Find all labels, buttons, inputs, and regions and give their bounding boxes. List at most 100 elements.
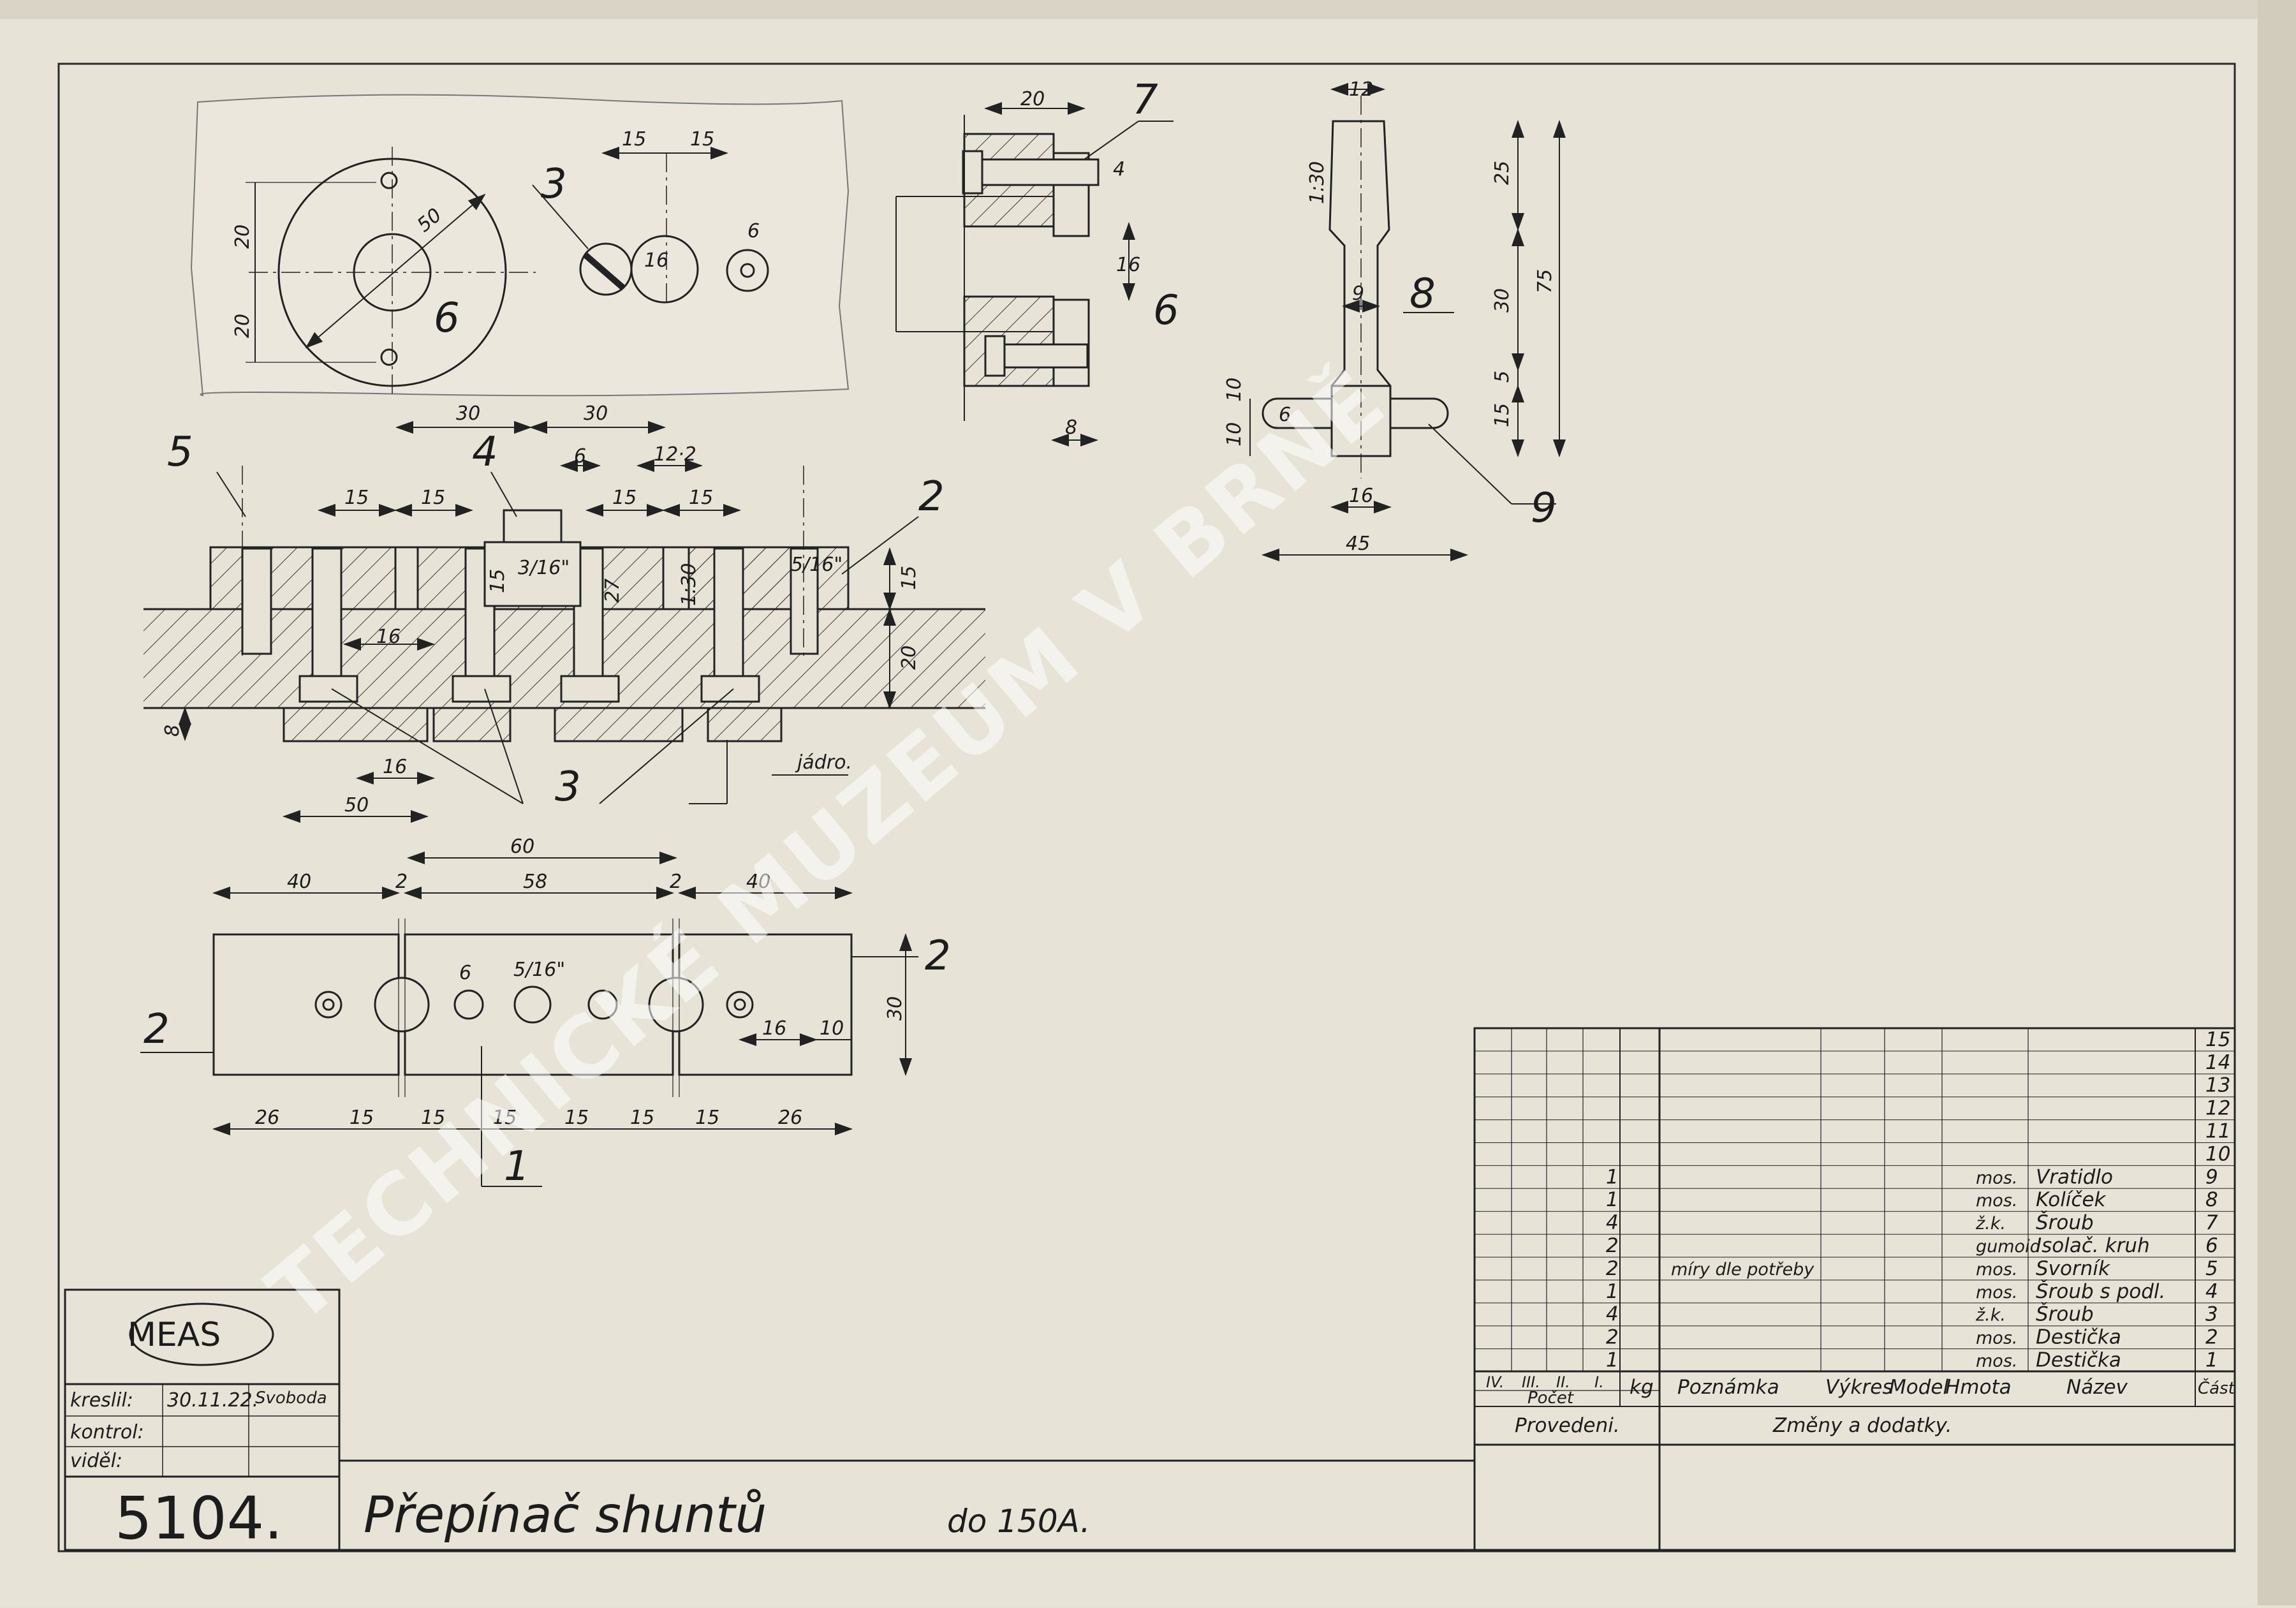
hdr-kg: kg (1630, 1376, 1654, 1399)
assembly-dim-15v: 15 (487, 569, 509, 593)
footer-made: Provedeni. (1515, 1414, 1620, 1437)
part-qty: 1 (1606, 1188, 1619, 1211)
assembly-dim-16b: 16 (383, 756, 407, 778)
handle-dim-10a: 10 (1223, 378, 1246, 402)
part-number: 4 (2205, 1280, 2218, 1303)
hdr-v3: III. (1522, 1373, 1540, 1391)
assembly-dim-30b: 30 (584, 402, 608, 425)
meas-logo (129, 1302, 274, 1366)
part-number: 2 (2205, 1326, 2218, 1349)
assembly-thread2: 5/16" (791, 554, 843, 576)
part-material: mos. (1976, 1191, 2017, 1211)
part-material: ž.k. (1975, 1306, 2006, 1325)
part-number: 7 (2205, 1211, 2218, 1234)
part-material: gumoid (1976, 1237, 2042, 1257)
drawing-title-suffix: do 150A. (947, 1503, 1091, 1540)
part-material: mos. (1976, 1329, 2017, 1348)
part-number: 6 (2205, 1234, 2218, 1257)
assembly-label-4: 4 (472, 429, 498, 476)
part-material: mos. (1976, 1260, 2017, 1280)
plan-bottom-7: 26 (778, 1107, 802, 1129)
part-material: mos. (1976, 1168, 2017, 1188)
assembly-dim-20r: 20 (898, 645, 920, 670)
part-qty: 1 (1606, 1349, 1619, 1372)
handle-dim-5: 5 (1491, 371, 1513, 383)
ring-label: 6 (434, 295, 460, 342)
part-name: Isolač. kruh (2036, 1234, 2150, 1257)
hdr-name: Název (2066, 1376, 2128, 1399)
assembly-label-5: 5 (167, 429, 193, 476)
part-name: Šroub (2036, 1211, 2094, 1234)
plan-thread: 5/16" (513, 959, 565, 981)
assembly-core: jádro. (795, 751, 852, 774)
plan-bottom-6: 15 (695, 1107, 719, 1129)
assembly-label-3: 3 (555, 763, 581, 811)
part-number: 13 (2205, 1074, 2230, 1097)
part-number: 10 (2205, 1142, 2230, 1165)
part-number: 9 (2205, 1165, 2218, 1188)
ring-view (190, 94, 850, 399)
hdr-v1: I. (1594, 1373, 1604, 1391)
handle-dim-9: 9 (1352, 283, 1364, 305)
handle-label-9: 9 (1531, 485, 1557, 532)
drawing-title: Přepínač shuntů (364, 1487, 767, 1544)
screws-dim-15b: 15 (690, 128, 714, 151)
hdr-part: Část (2198, 1378, 2235, 1398)
section-label-6: 6 (1153, 287, 1179, 334)
part-name: Kolíček (2036, 1188, 2107, 1211)
part-number: 1 (2205, 1349, 2218, 1372)
plan-dim-6: 6 (459, 962, 471, 984)
handle-label-8: 8 (1409, 270, 1436, 318)
handle-dim-6: 6 (1279, 404, 1291, 426)
plan-label-1: 1 (504, 1143, 530, 1190)
plan-bottom-4: 15 (564, 1107, 589, 1129)
part-name: Destička (2036, 1349, 2121, 1372)
part-material: mos. (1976, 1352, 2017, 1371)
hdr-count: Počet (1527, 1389, 1574, 1408)
parts-row-lines (1475, 1051, 2235, 1350)
drew-signature: Svoboda (255, 1389, 327, 1408)
part-qty: 2 (1606, 1234, 1619, 1257)
part-number: 15 (2205, 1028, 2230, 1051)
screws-dim-16: 16 (644, 249, 668, 272)
part-qty: 2 (1606, 1326, 1619, 1349)
label-seen: viděl: (70, 1450, 122, 1472)
handle-dim-75: 75 (1534, 269, 1556, 293)
part-note: míry dle potřeby (1671, 1260, 1814, 1280)
handle-dim-15: 15 (1491, 403, 1513, 427)
screws-dim-6: 6 (747, 220, 760, 242)
drawing-number: 5104. (115, 1484, 283, 1553)
part-number: 5 (2205, 1257, 2218, 1280)
ring-dim-20a: 20 (232, 225, 254, 249)
plan-dim-60: 60 (510, 836, 534, 858)
handle-taper: 1:30 (1306, 161, 1328, 204)
assembly-dim-15r: 15 (898, 566, 920, 590)
part-number: 14 (2205, 1051, 2230, 1074)
assembly-dim-30a: 30 (456, 402, 480, 425)
plan-dim-30: 30 (884, 996, 906, 1021)
plan-dim-2b: 2 (670, 871, 682, 893)
part-number: 8 (2205, 1188, 2218, 1211)
label-drew: kreslil: (70, 1389, 133, 1412)
part-name: Šroub s podl. (2036, 1280, 2165, 1303)
part-number: 11 (2205, 1120, 2230, 1143)
label-checked: kontrol: (70, 1421, 144, 1443)
assembly-dim-12-2: 12·2 (654, 443, 696, 466)
assembly-dim-6: 6 (574, 445, 586, 468)
section-dim-20: 20 (1020, 88, 1045, 110)
hdr-model: Model (1889, 1376, 1948, 1399)
part-number: 3 (2205, 1303, 2218, 1326)
assembly-dim-15-1: 15 (344, 487, 369, 509)
plan-bottom-0: 26 (255, 1107, 279, 1129)
handle-dim-10b: 10 (1223, 422, 1246, 446)
assembly-section (144, 421, 985, 823)
assembly-dim-15-2: 15 (421, 487, 445, 509)
part-qty: 2 (1606, 1257, 1619, 1280)
part-qty: 4 (1606, 1211, 1619, 1234)
part-qty: 1 (1606, 1165, 1619, 1188)
section-label-7: 7 (1132, 77, 1158, 124)
assembly-dim-15-4: 15 (689, 487, 713, 509)
part-name: Destička (2036, 1326, 2121, 1349)
logo-text: MEAS (128, 1316, 221, 1354)
